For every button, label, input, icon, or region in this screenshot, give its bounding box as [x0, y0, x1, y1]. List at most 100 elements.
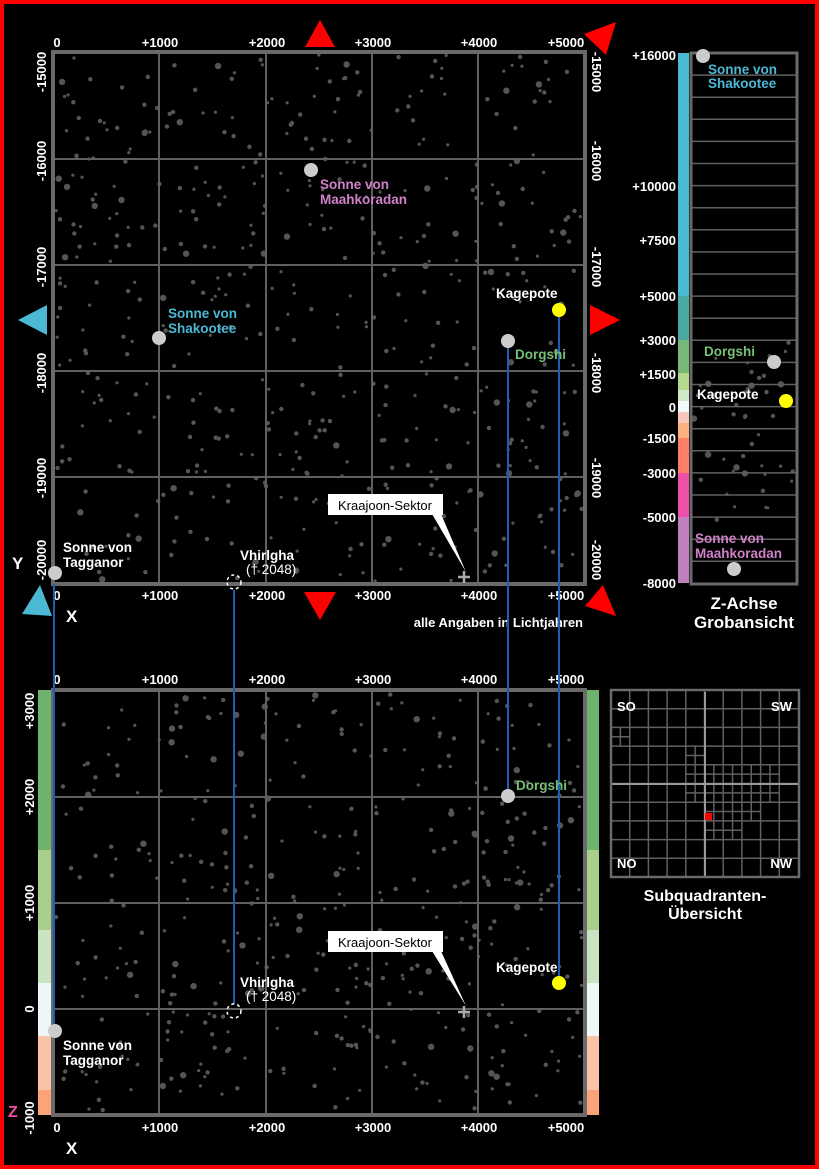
background-star	[466, 441, 470, 445]
background-star	[208, 333, 212, 337]
background-star	[191, 817, 195, 822]
background-star	[760, 464, 764, 468]
background-star	[459, 936, 465, 942]
background-star	[322, 907, 327, 911]
background-star	[431, 849, 437, 854]
star-kagepote[interactable]	[552, 976, 566, 990]
background-star	[80, 994, 85, 998]
background-star	[451, 736, 457, 741]
background-star	[548, 340, 553, 346]
background-star	[348, 294, 352, 298]
background-star	[161, 492, 166, 497]
background-star	[59, 459, 65, 464]
star-dorgshi[interactable]	[501, 334, 515, 348]
background-star	[112, 184, 116, 188]
background-star	[542, 90, 547, 95]
background-star	[526, 401, 533, 408]
background-star	[577, 888, 581, 892]
background-star	[210, 756, 217, 763]
background-star	[217, 287, 221, 291]
background-star	[505, 819, 510, 824]
star-tagganor[interactable]	[48, 566, 62, 580]
background-star	[286, 312, 290, 316]
top-map-grid	[51, 50, 587, 586]
star-vhirlgha-destroyed[interactable]	[226, 1003, 242, 1019]
background-star	[505, 963, 509, 967]
star-tagganor[interactable]	[48, 1024, 62, 1038]
background-star	[444, 936, 448, 940]
background-star	[455, 320, 459, 324]
x-tick: +5000	[548, 672, 585, 687]
star-vhirlgha-destroyed[interactable]	[226, 574, 242, 590]
x-tick: +4000	[461, 1120, 498, 1135]
y-tick: -17000	[589, 247, 604, 287]
background-star	[245, 990, 252, 997]
background-star	[291, 894, 296, 899]
background-star	[374, 811, 379, 816]
background-star	[93, 775, 98, 780]
background-star	[203, 1075, 207, 1079]
callout-pointer	[432, 514, 466, 572]
background-star	[383, 402, 388, 408]
background-star	[247, 144, 252, 149]
background-star	[219, 981, 223, 985]
cross-kraajoon-icon[interactable]	[458, 571, 470, 583]
background-star	[338, 573, 342, 577]
background-star	[559, 563, 564, 568]
background-star	[356, 851, 360, 855]
background-star	[420, 360, 424, 364]
background-star	[145, 382, 149, 386]
background-star	[267, 387, 271, 391]
star-kagepote[interactable]	[779, 394, 793, 408]
background-star	[188, 529, 193, 534]
background-star	[190, 209, 196, 214]
background-star	[437, 764, 442, 769]
background-star	[571, 363, 575, 367]
background-star	[322, 834, 327, 839]
background-star	[178, 241, 184, 247]
background-star	[180, 1030, 184, 1034]
background-star	[416, 783, 420, 787]
background-star	[184, 754, 189, 759]
background-star	[305, 203, 309, 207]
background-star	[346, 1096, 350, 1101]
background-star	[308, 419, 312, 423]
background-star	[75, 960, 80, 966]
cross-kraajoon-icon[interactable]	[458, 1006, 470, 1018]
side-map-xz: 0 +1000 +2000 +3000 +4000 +5000 0 +1000 …	[8, 672, 599, 1158]
background-star	[505, 1082, 510, 1087]
star-shakootee[interactable]	[696, 49, 710, 63]
star-kagepote[interactable]	[552, 303, 566, 317]
star-dorgshi[interactable]	[767, 355, 781, 369]
background-star	[355, 976, 359, 981]
background-star	[488, 926, 493, 931]
background-star	[108, 259, 112, 263]
background-star	[501, 1048, 506, 1054]
background-star	[517, 879, 524, 886]
background-star	[130, 339, 134, 343]
background-star	[426, 889, 430, 893]
background-star	[733, 505, 737, 509]
background-star	[192, 187, 196, 191]
background-star	[380, 975, 386, 981]
star-maahkoradan[interactable]	[727, 562, 741, 576]
background-star	[509, 437, 514, 442]
background-star	[194, 463, 200, 468]
background-star	[203, 469, 208, 473]
background-star	[190, 280, 196, 285]
background-star	[577, 805, 582, 809]
star-maahkoradan[interactable]	[304, 163, 318, 177]
background-star	[313, 434, 318, 440]
background-star	[198, 392, 202, 396]
background-star	[540, 973, 544, 977]
background-star	[137, 429, 142, 435]
background-star	[337, 892, 342, 896]
star-dorgshi[interactable]	[501, 789, 515, 803]
current-subquadrant-marker[interactable]	[705, 813, 712, 820]
star-shakootee[interactable]	[152, 331, 166, 345]
background-star	[338, 372, 343, 377]
background-star	[221, 828, 228, 835]
background-star	[217, 202, 222, 207]
side-x-ticks-upper: 0 +1000 +2000 +3000 +4000 +5000	[53, 672, 584, 687]
background-star	[160, 989, 166, 994]
